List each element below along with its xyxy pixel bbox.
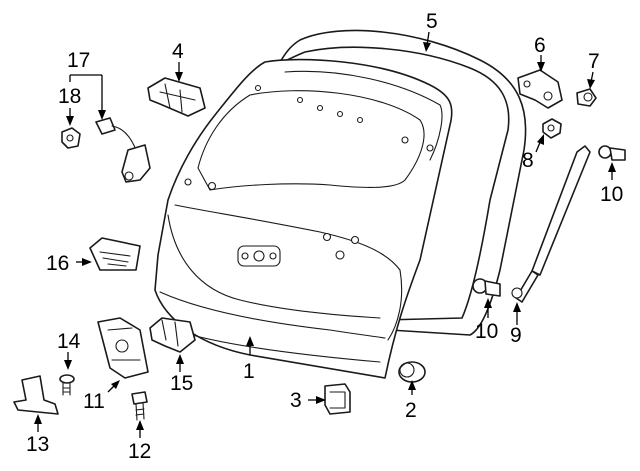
part-6-hinge	[517, 69, 563, 109]
callout-9: 9	[510, 324, 522, 347]
part-17-harness	[95, 117, 151, 183]
part-7-bolt	[576, 88, 597, 107]
part-1-tailgate	[154, 58, 453, 379]
part-9-strut	[511, 145, 591, 303]
callout-2: 2	[405, 399, 417, 422]
callout-18: 18	[58, 85, 81, 108]
callout-3: 3	[290, 389, 302, 412]
callout-5: 5	[426, 10, 438, 33]
leaders	[34, 31, 616, 438]
callout-13: 13	[26, 433, 49, 456]
callout-8: 8	[522, 149, 534, 172]
part-12-bolt	[131, 391, 148, 421]
part-10-ball-stud-lower	[472, 278, 501, 297]
callout-7: 7	[588, 50, 600, 73]
part-11-latch	[97, 317, 149, 379]
part-8-nut	[542, 118, 562, 139]
part-14-screw	[59, 374, 75, 396]
part-16-switch	[89, 237, 141, 271]
callout-11: 11	[83, 390, 105, 413]
callout-6: 6	[534, 34, 546, 57]
callout-10-lower: 10	[475, 320, 498, 343]
part-15-cover	[149, 317, 196, 353]
part-3-clip	[324, 383, 351, 415]
part-5-weatherstrip	[279, 29, 527, 336]
part-4-bracket	[147, 77, 206, 117]
callout-10-upper: 10	[600, 183, 623, 206]
callout-1: 1	[243, 360, 255, 383]
callout-15: 15	[170, 372, 193, 395]
part-2-bumper-stop	[398, 361, 426, 383]
callout-14: 14	[57, 330, 81, 353]
callout-16: 16	[46, 252, 69, 275]
callout-4: 4	[172, 40, 184, 63]
part-18-clip	[61, 127, 81, 149]
callout-labels: 1 2 3 4 5 6 7 8 9 10 10 11 12 13 14 15 1…	[26, 10, 623, 463]
part-10-ball-stud-upper	[598, 145, 626, 161]
part-13-bracket	[13, 375, 59, 415]
callout-17: 17	[67, 49, 90, 72]
callout-12: 12	[128, 440, 151, 463]
